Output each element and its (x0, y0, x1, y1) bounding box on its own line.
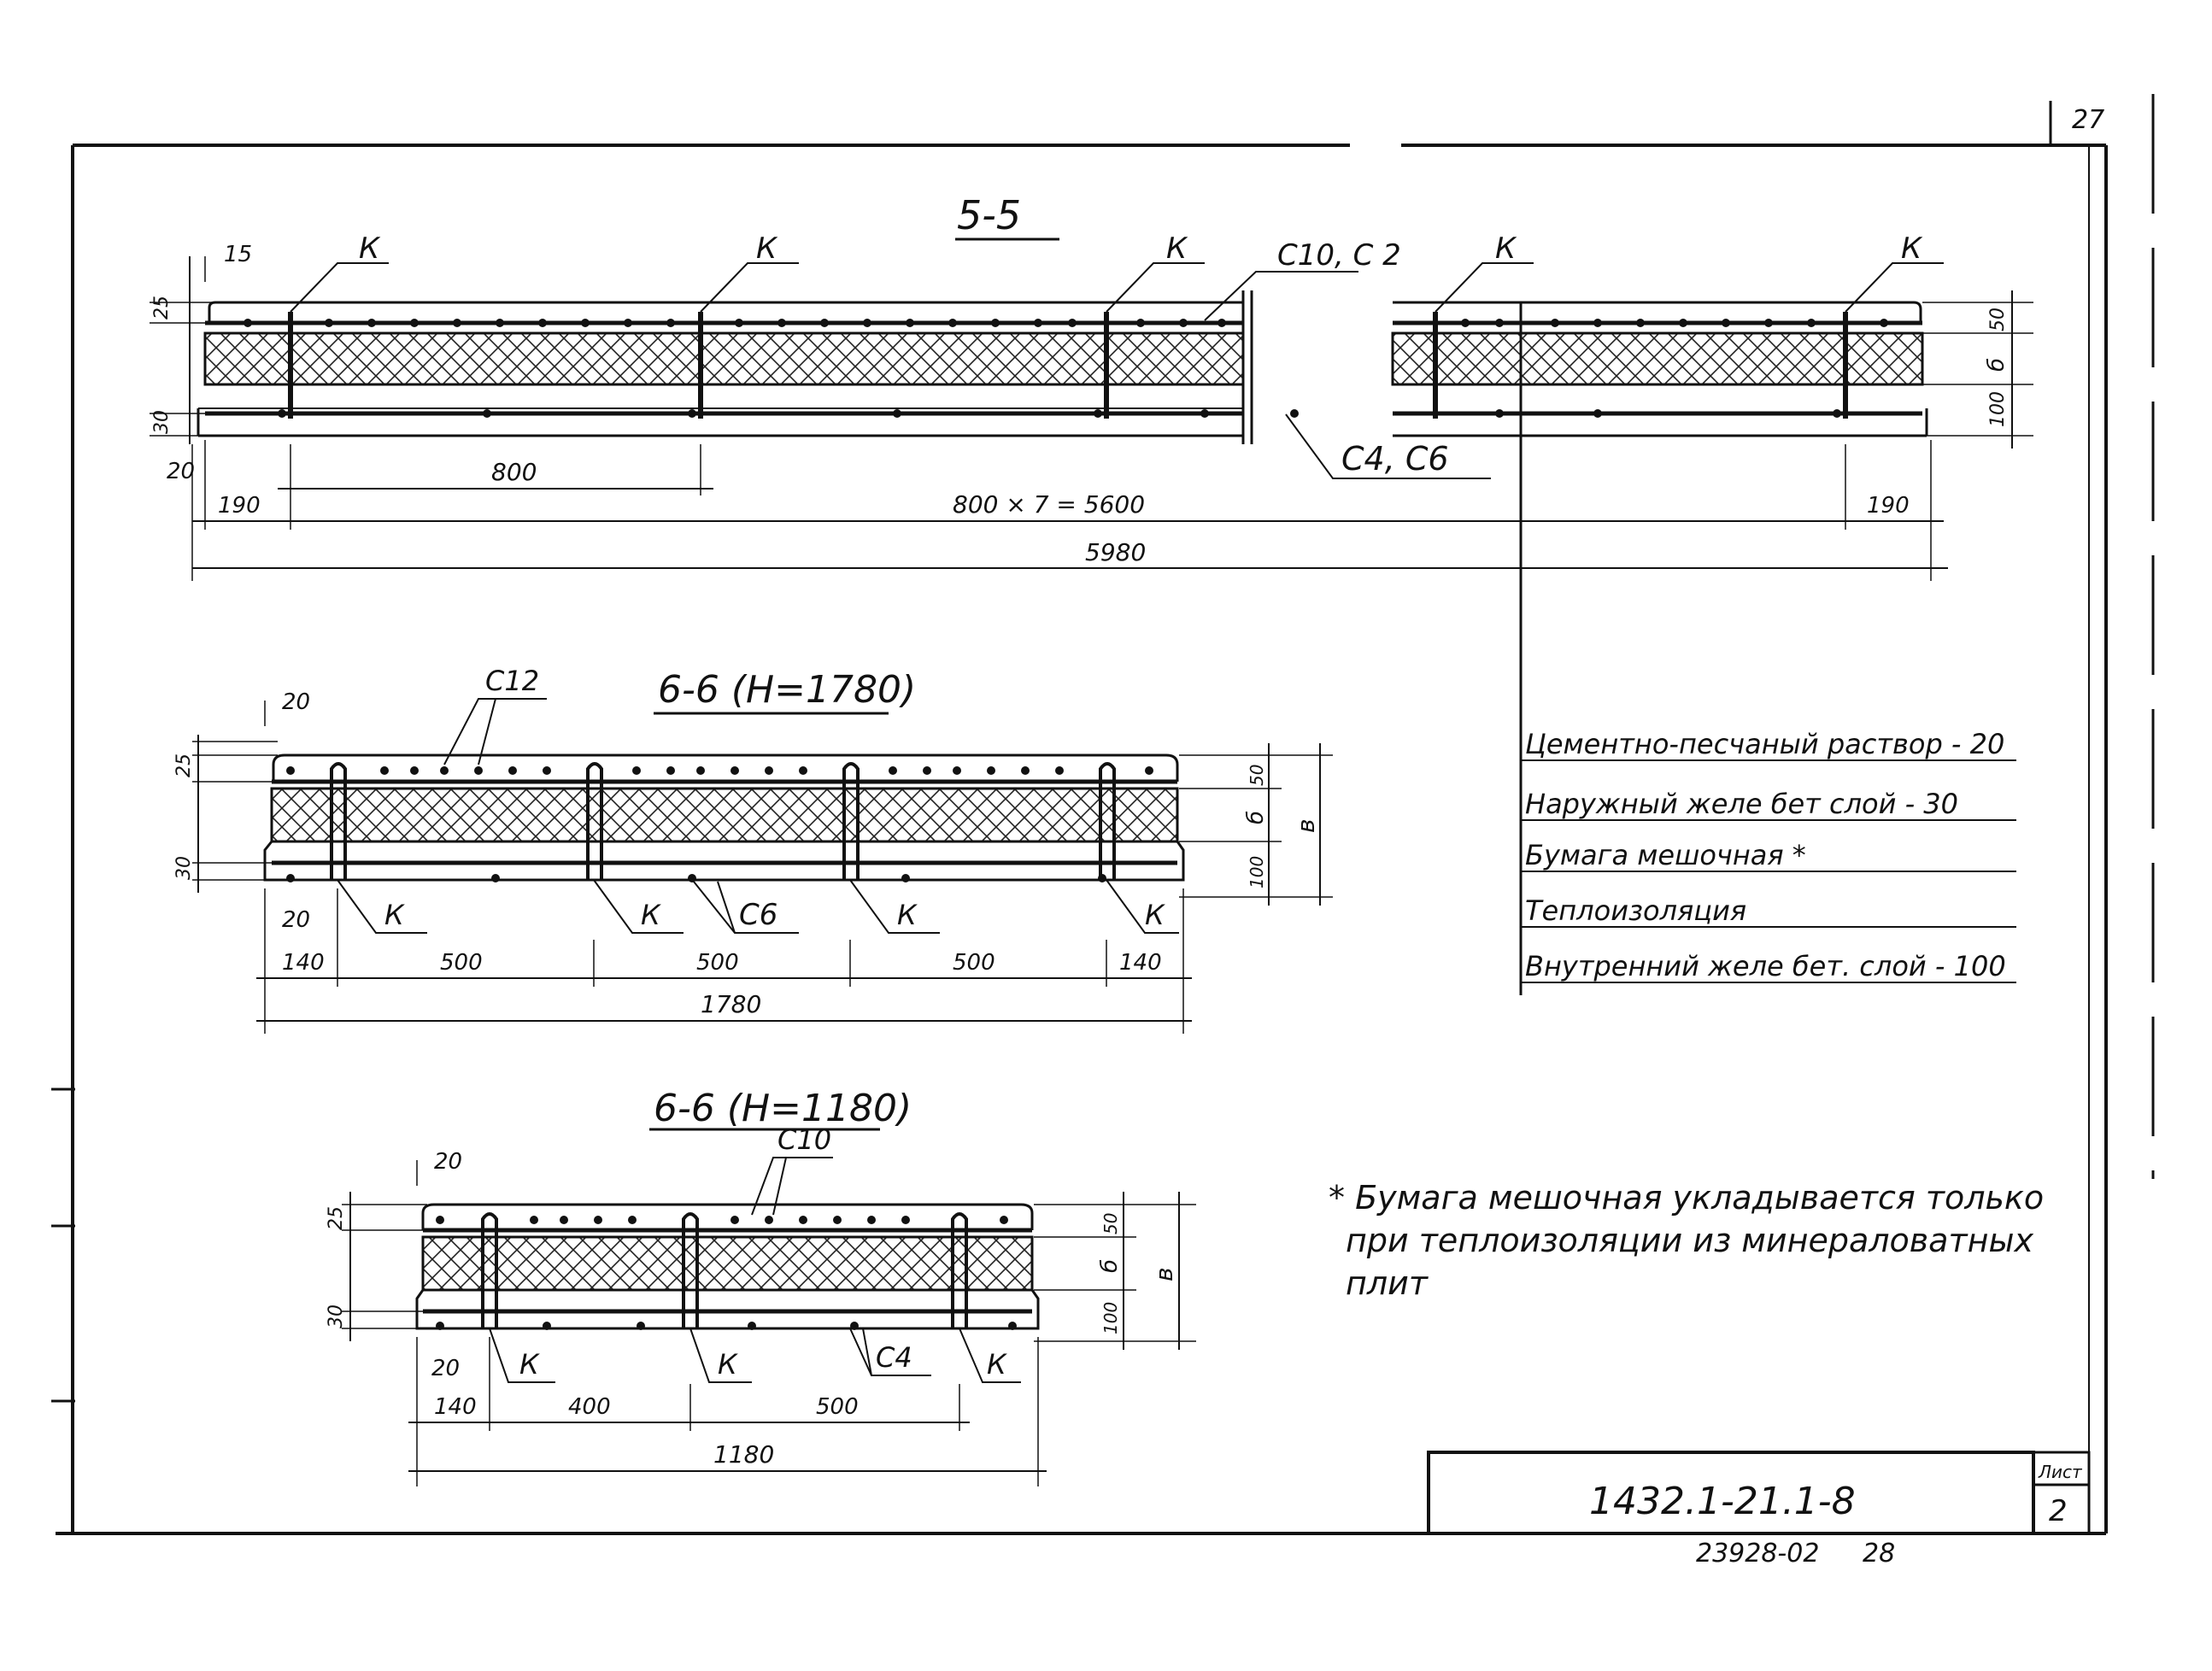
k-label: К (718, 1348, 738, 1381)
rebar-dots-1780 (286, 766, 1153, 882)
dim-20: 20 (167, 459, 195, 484)
title-block: 1432.1-21.1-8 Лист 2 23928-02 28 (1427, 1451, 2091, 1568)
dim-140-left: 140 (282, 950, 325, 976)
dim-right-top: 50 (1247, 765, 1267, 786)
dimensions-1180: 20 25 30 20 140 400 500 1180 50 б 100 в (326, 1149, 1196, 1486)
section-5-5: 5-5 (150, 192, 2033, 995)
dim-5980: 5980 (1085, 538, 1146, 566)
rebar-bottom-label: С4 (876, 1341, 912, 1374)
k-label: К (1901, 232, 1923, 266)
sheet-number: 2 (2049, 1494, 2068, 1528)
k-loops-1180 (481, 1212, 968, 1328)
dim-1780: 1780 (701, 990, 761, 1018)
document-code: 1432.1-21.1-8 (1589, 1480, 1856, 1523)
layer-legend: Цементно-песчаный раствор - 20 Наружный … (1521, 728, 2016, 983)
k-label: К (384, 899, 405, 931)
k-leaders-1780: К К К К (337, 879, 1179, 934)
k-label: К (519, 1348, 540, 1381)
dim-20-bot: 20 (282, 907, 310, 933)
dim-20-top: 20 (434, 1149, 462, 1175)
dim-140: 140 (434, 1394, 477, 1420)
layer-item: Теплоизоляция (1525, 894, 1746, 927)
section-6-6-1780: 6-6 (Н=1780) С12 С6 К К К (173, 665, 1333, 1034)
rebar-bottom-label: С6 (739, 898, 777, 932)
rebar-dots-5-5 (243, 319, 1888, 418)
note-line-3: плит (1346, 1264, 1429, 1302)
archive-number: 23928-02 (1696, 1539, 1819, 1568)
dim-15: 15 (224, 242, 252, 267)
dim-500-b: 500 (696, 950, 739, 976)
k-label: К (641, 899, 661, 931)
dim-30: 30 (151, 410, 173, 434)
rebar-top-label: С10 (777, 1123, 831, 1156)
note-line-1: * Бумага мешочная укладывается только (1329, 1179, 2044, 1217)
k-label: К (359, 232, 381, 266)
dim-20-top: 20 (282, 689, 310, 715)
dim-right-total: в (1150, 1267, 1178, 1281)
dim-30: 30 (173, 856, 195, 880)
rebar-top-label: С12 (485, 665, 539, 697)
section-6-6-1180: 6-6 (Н=1180) С10 С4 К К К (326, 1087, 1196, 1486)
dim-right-top: 50 (1100, 1213, 1121, 1234)
dim-20-bot: 20 (431, 1356, 460, 1381)
k-label: К (756, 232, 778, 266)
dim-25: 25 (326, 1206, 347, 1230)
dim-800: 800 (491, 458, 537, 486)
panel-5-5 (197, 290, 1928, 995)
dimensions-5-5: 15 25 30 20 800 190 800 × 7 = 5600 190 5… (150, 242, 2033, 581)
k-label: К (897, 899, 918, 931)
section-6-6-1780-title: 6-6 (Н=1780) (658, 668, 916, 712)
layer-item: Бумага мешочная * (1525, 839, 1806, 871)
dim-right-bottom: 100 (1247, 856, 1267, 888)
dim-500: 500 (816, 1394, 859, 1420)
dim-190-right: 190 (1867, 493, 1910, 519)
k-label: К (1166, 232, 1188, 266)
k-label: К (1145, 899, 1165, 931)
k-leaders-5-5: К К К К К С10, С 2 С4, С6 (290, 232, 1944, 479)
archive-suffix: 28 (1863, 1539, 1895, 1568)
dim-500-c: 500 (953, 950, 995, 976)
dim-1180: 1180 (713, 1440, 774, 1469)
page-number: 27 (2072, 105, 2104, 135)
dim-25: 25 (173, 753, 195, 777)
dim-right-bottom: 100 (1987, 391, 2009, 427)
layer-item: Внутренний желе бет. слой - 100 (1525, 950, 2006, 982)
dim-right-mid: б (1243, 811, 1269, 824)
dim-190-left: 190 (218, 493, 261, 519)
k-label: К (987, 1348, 1007, 1381)
note-line-2: при теплоизоляции из минераловатных (1346, 1222, 2033, 1259)
rebar-top-label: С10, С 2 (1277, 238, 1401, 273)
dim-right-mid: б (1097, 1259, 1123, 1273)
dim-500-a: 500 (440, 950, 483, 976)
dim-right-mid: б (1984, 358, 2010, 372)
dim-140-right: 140 (1119, 950, 1162, 976)
dim-25: 25 (151, 296, 173, 320)
k-leaders-1180: К К К (489, 1328, 1021, 1383)
dimensions-1780: 20 25 30 20 140 500 500 500 140 1780 50 (173, 689, 1333, 1034)
layer-item: Цементно-песчаный раствор - 20 (1525, 728, 2004, 760)
layer-item: Наружный желе бет слой - 30 (1525, 788, 1958, 820)
section-6-6-1180-title: 6-6 (Н=1180) (654, 1087, 912, 1130)
dim-right-top: 50 (1987, 308, 2009, 331)
rebar-bottom-label: С4, С6 (1341, 440, 1449, 478)
dim-400: 400 (568, 1394, 611, 1420)
k-loops-1780 (330, 762, 1116, 880)
sheet-label: Лист (2038, 1462, 2083, 1482)
k-label: К (1495, 232, 1517, 266)
dim-800x7: 800 × 7 = 5600 (953, 490, 1145, 519)
dim-right-bottom: 100 (1100, 1302, 1121, 1334)
dim-30: 30 (326, 1305, 347, 1328)
rebar-dots-1180 (436, 1216, 1017, 1330)
footnote: * Бумага мешочная укладывается только пр… (1329, 1179, 2044, 1302)
section-5-5-title: 5-5 (957, 192, 1021, 238)
dim-right-total: в (1292, 818, 1320, 833)
